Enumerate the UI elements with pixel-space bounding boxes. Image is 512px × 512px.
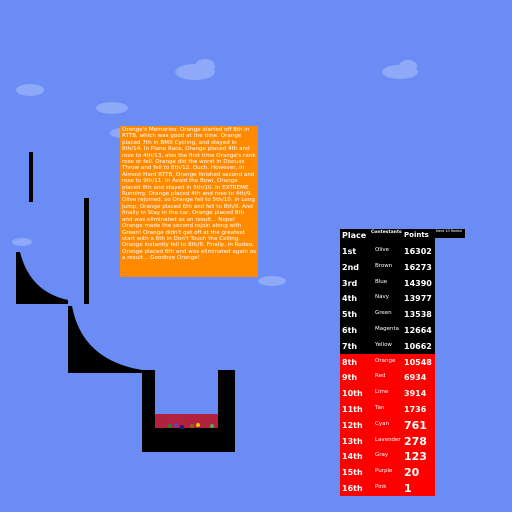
leaderboard-row: 14th Gray 123 bbox=[340, 448, 435, 465]
leaderboard-row: 16th Pink 1 bbox=[340, 480, 435, 496]
row-points: 3914 bbox=[404, 389, 427, 399]
row-place: 15th bbox=[342, 468, 363, 478]
row-points: 14390 bbox=[404, 278, 432, 288]
row-place: 10th bbox=[342, 389, 363, 399]
row-points: 13977 bbox=[404, 294, 432, 304]
leaderboard-row: 15th Purple 20 bbox=[340, 464, 435, 481]
leaderboard-row: 4th Navy 13977 bbox=[340, 290, 435, 307]
row-points: 10662 bbox=[404, 341, 432, 351]
leaderboard-header: Place Contestants Points bbox=[340, 229, 435, 243]
row-contestant: Blue bbox=[375, 278, 388, 285]
leaderboard-row: 12th Cyan 761 bbox=[340, 416, 435, 433]
row-contestant: Lime bbox=[375, 389, 389, 396]
row-points: 1 bbox=[404, 482, 412, 495]
leaderboard-row: 1st Olive 16302 bbox=[340, 243, 435, 259]
post-right bbox=[84, 198, 89, 304]
row-place: 5th bbox=[342, 310, 358, 320]
row-place: 13th bbox=[342, 436, 363, 446]
row-place: 7th bbox=[342, 341, 358, 351]
row-place: 12th bbox=[342, 420, 363, 430]
row-contestant: Red bbox=[375, 373, 386, 380]
leaderboard-row: 11th Tan 1736 bbox=[340, 401, 435, 417]
row-contestant: Brown bbox=[375, 262, 393, 269]
row-contestant: Yellow bbox=[375, 341, 392, 348]
pit-liquid bbox=[155, 414, 218, 428]
row-points: 278 bbox=[404, 434, 427, 448]
marbles bbox=[168, 423, 214, 429]
leaderboard-row: 7th Yellow 10662 bbox=[340, 337, 435, 354]
leaderboard-row: 9th Red 6934 bbox=[340, 369, 435, 386]
pit-right-wall bbox=[218, 370, 235, 430]
row-place: 6th bbox=[342, 326, 358, 335]
row-place: 1st bbox=[342, 247, 357, 256]
leaderboard-row: 3rd Blue 14390 bbox=[340, 274, 435, 291]
row-place: 9th bbox=[342, 373, 358, 383]
pit-floor bbox=[142, 428, 235, 452]
row-contestant: Olive bbox=[375, 247, 390, 253]
leaderboard-row: 5th Green 13538 bbox=[340, 306, 435, 323]
leaderboard-row: 2nd Brown 16273 bbox=[340, 258, 435, 275]
row-contestant: Lavender bbox=[375, 436, 401, 443]
header-contestants: Contestants bbox=[371, 230, 402, 235]
row-place: 8th bbox=[342, 357, 358, 367]
leaderboard-row: 6th Magenta 12664 bbox=[340, 322, 435, 338]
lower-ramp bbox=[68, 306, 142, 373]
row-place: 11th bbox=[342, 405, 363, 414]
leaderboard-row: 10th Lime 3914 bbox=[340, 385, 435, 402]
row-points: 13538 bbox=[404, 310, 432, 320]
leaderboard: Place Contestants Points 1st Olive 16302 2n… bbox=[340, 229, 435, 497]
row-place: 16th bbox=[342, 484, 363, 493]
upper-ramp bbox=[16, 252, 68, 304]
row-contestant: Purple bbox=[375, 468, 393, 475]
leaderboard-row: 8th Orange 10548 bbox=[340, 353, 435, 370]
next-event-note: Next 10 Rodeo bbox=[435, 229, 465, 238]
row-points: 16273 bbox=[404, 262, 432, 272]
post-left bbox=[29, 152, 33, 202]
row-contestant: Tan bbox=[375, 405, 385, 411]
pit-left-wall bbox=[142, 370, 155, 430]
row-contestant: Pink bbox=[375, 484, 387, 490]
row-place: 2nd bbox=[342, 262, 359, 272]
header-place: Place bbox=[342, 231, 367, 240]
row-contestant: Navy bbox=[375, 294, 389, 301]
row-points: 123 bbox=[404, 450, 427, 464]
row-points: 16302 bbox=[404, 247, 432, 256]
row-points: 12664 bbox=[404, 326, 432, 335]
row-contestant: Orange bbox=[375, 357, 396, 364]
row-points: 761 bbox=[404, 418, 427, 432]
row-contestant: Gray bbox=[375, 452, 389, 459]
contestant-memory-text: Orange's Memories: Orange started off 8t… bbox=[120, 126, 258, 277]
row-contestant: Magenta bbox=[375, 326, 400, 332]
row-place: 14th bbox=[342, 452, 363, 462]
row-contestant: Cyan bbox=[375, 420, 389, 427]
row-points: 10548 bbox=[404, 357, 432, 367]
row-place: 4th bbox=[342, 294, 358, 304]
row-points: 1736 bbox=[404, 405, 427, 414]
row-points: 20 bbox=[404, 466, 420, 480]
header-points: Points bbox=[404, 231, 429, 239]
row-place: 3rd bbox=[342, 278, 358, 288]
row-contestant: Green bbox=[375, 310, 392, 317]
row-points: 6934 bbox=[404, 373, 427, 383]
